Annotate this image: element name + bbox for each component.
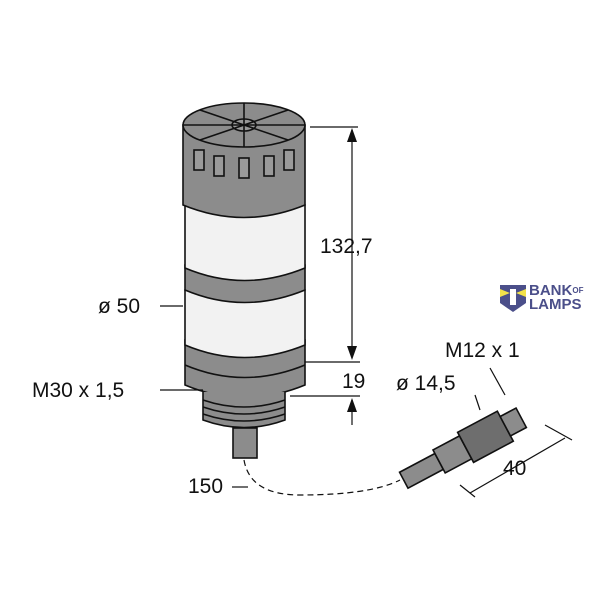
dim-cable-length: 150: [188, 475, 224, 498]
logo-text-bank: BANK: [529, 282, 573, 299]
dim-connector-thread: M12 x 1: [445, 339, 520, 362]
dim-connector-length: 40: [503, 457, 527, 480]
bank-of-lamps-logo: BANKOF LAMPS: [500, 283, 583, 313]
m12-connector: [398, 406, 528, 490]
light-band-upper: [184, 204, 306, 282]
light-band-lower: [184, 289, 306, 359]
dim-thread-body: M30 x 1,5: [32, 379, 125, 402]
cable: [232, 427, 258, 459]
dim-diameter-body: ø 50: [98, 295, 141, 318]
lighthouse-icon: [500, 285, 526, 312]
dim-thread-height: 19: [342, 370, 366, 393]
cable-dashed: [243, 459, 401, 496]
logo-text-of: OF: [572, 286, 584, 295]
dim-connector-diameter: ø 14,5: [396, 372, 456, 395]
dim-height-total: 132,7: [320, 235, 373, 258]
logo-text-lamps: LAMPS: [529, 296, 582, 313]
